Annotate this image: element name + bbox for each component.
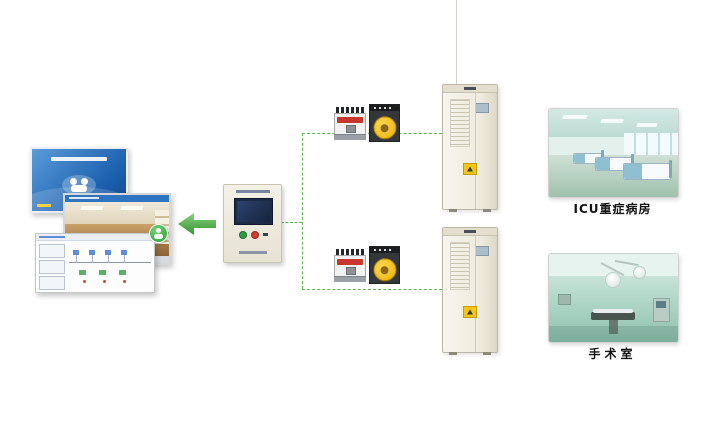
operating-table bbox=[591, 309, 635, 320]
feeder-line bbox=[108, 255, 109, 263]
sidebar-panel bbox=[39, 260, 65, 274]
green-circle-logo bbox=[149, 224, 168, 243]
ats-handle bbox=[346, 267, 356, 275]
sidebar-panel bbox=[39, 244, 65, 258]
cabinet-door-seam bbox=[475, 92, 476, 209]
ats-body bbox=[334, 113, 366, 135]
hospital-bed bbox=[623, 160, 672, 180]
isolated-power-cabinet-or bbox=[442, 227, 498, 355]
person-body-shape bbox=[71, 185, 87, 192]
ats-terminals bbox=[336, 107, 364, 113]
power-feed-line bbox=[456, 0, 457, 84]
icu-windows bbox=[623, 133, 678, 157]
cabinet-foot bbox=[449, 209, 457, 212]
cabinet-nameplate bbox=[464, 230, 476, 233]
panel-label-text bbox=[238, 251, 267, 254]
window-titlebar bbox=[65, 195, 169, 202]
breaker-symbol bbox=[73, 250, 79, 255]
toroid-coil bbox=[373, 258, 396, 282]
sidebar-panels bbox=[39, 244, 65, 290]
cabinet-display bbox=[475, 246, 489, 256]
ats-handle bbox=[346, 125, 356, 133]
or-floor bbox=[549, 326, 678, 342]
warning-sticker bbox=[463, 306, 477, 318]
surgical-light bbox=[633, 266, 646, 279]
ceiling-light bbox=[636, 123, 658, 127]
alarm-dot bbox=[123, 280, 126, 283]
presentation-title-text bbox=[51, 157, 107, 161]
ats-base bbox=[334, 134, 366, 140]
icu-room-label: ICU重症病房 bbox=[573, 202, 652, 216]
ats-red-band bbox=[337, 117, 363, 123]
wall-monitor-panel bbox=[223, 184, 282, 263]
cabinet-vents bbox=[450, 99, 470, 147]
feeder-line bbox=[124, 255, 125, 263]
connector-panel-to-branch bbox=[281, 222, 302, 223]
isolation-transformer-or bbox=[369, 246, 400, 284]
cabinet-foot bbox=[449, 352, 457, 355]
toroid-coil bbox=[373, 116, 396, 140]
alarm-dot bbox=[83, 280, 86, 283]
cabinet-door-seam bbox=[475, 235, 476, 352]
person-icon bbox=[70, 178, 77, 185]
operating-room-photo bbox=[548, 253, 679, 343]
icu-ceiling bbox=[549, 109, 678, 137]
toroid-core bbox=[380, 123, 389, 132]
ats-base bbox=[334, 276, 366, 282]
ceiling-light bbox=[600, 119, 624, 123]
sidebar-panel bbox=[39, 276, 65, 290]
people-illustration bbox=[62, 175, 96, 195]
isolated-power-cabinet-icu bbox=[442, 84, 498, 212]
brand-logo bbox=[37, 204, 51, 207]
panel-slot bbox=[263, 233, 268, 236]
window-titlebar bbox=[36, 234, 154, 241]
cabinet-foot bbox=[483, 209, 491, 212]
person-icon bbox=[81, 178, 88, 185]
icu-room-photo bbox=[548, 108, 679, 198]
toroid-core bbox=[380, 265, 389, 274]
connector-to-or-branch bbox=[302, 289, 442, 290]
or-room-label: 手术室 bbox=[588, 347, 637, 361]
panel-brand-text bbox=[235, 190, 270, 193]
ats-red-band bbox=[337, 259, 363, 265]
ats-terminals bbox=[336, 249, 364, 255]
panel-display bbox=[234, 198, 273, 225]
cabinet-nameplate bbox=[464, 87, 476, 90]
ceiling-light bbox=[80, 206, 104, 210]
feeder-line bbox=[76, 255, 77, 263]
device-symbol bbox=[79, 270, 86, 275]
breaker-symbol bbox=[105, 250, 111, 255]
ats-transfer-switch-icu bbox=[334, 107, 366, 140]
isolation-transformer-icu bbox=[369, 104, 400, 142]
device-symbol bbox=[119, 270, 126, 275]
breaker-symbol bbox=[121, 250, 127, 255]
breaker-symbol bbox=[89, 250, 95, 255]
or-equipment bbox=[558, 294, 571, 305]
device-symbol bbox=[99, 270, 106, 275]
transformer-terminal-block bbox=[370, 247, 399, 253]
surgical-light bbox=[605, 272, 621, 288]
ats-transfer-switch-or bbox=[334, 249, 366, 282]
feeder-line bbox=[92, 255, 93, 263]
ward-ceiling bbox=[65, 202, 169, 224]
ceiling-light bbox=[120, 206, 144, 210]
panel-button-red bbox=[251, 231, 259, 239]
cabinet-vents bbox=[450, 242, 470, 290]
software-screen-schematic bbox=[35, 233, 155, 293]
cabinet-display bbox=[475, 103, 489, 113]
or-equipment-monitor bbox=[653, 298, 670, 322]
panel-button-green bbox=[239, 231, 247, 239]
warning-sticker bbox=[463, 163, 477, 175]
schematic-area bbox=[69, 244, 151, 288]
alarm-dot bbox=[103, 280, 106, 283]
cabinet-foot bbox=[483, 352, 491, 355]
left-arrow bbox=[178, 213, 216, 235]
bus-line bbox=[69, 262, 151, 263]
transformer-terminal-block bbox=[370, 105, 399, 111]
operating-table-base bbox=[609, 320, 618, 334]
ats-body bbox=[334, 255, 366, 277]
ceiling-light bbox=[562, 115, 588, 119]
connector-branch-vertical bbox=[302, 133, 303, 289]
